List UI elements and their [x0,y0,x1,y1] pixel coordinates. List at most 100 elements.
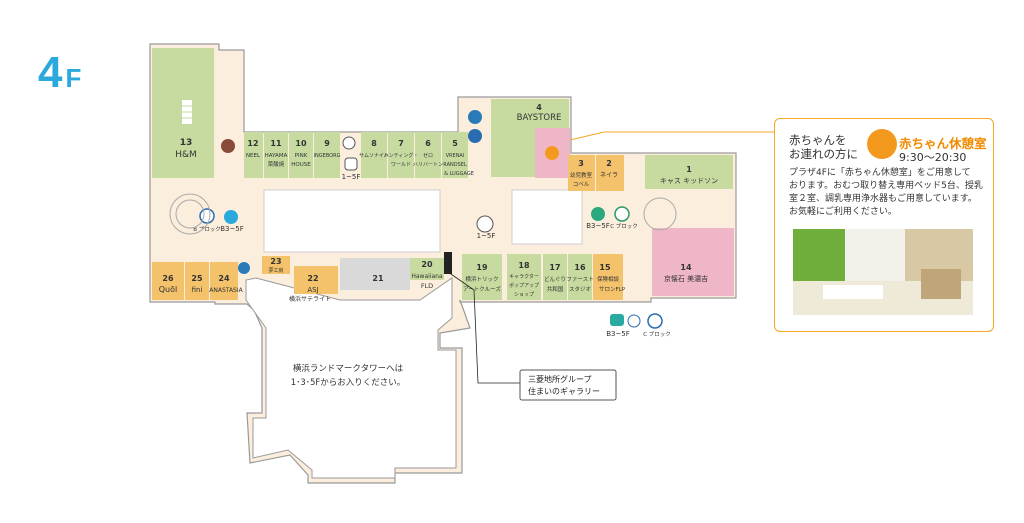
store-13-name: H&M [175,150,197,160]
store-11-number: 11 [270,139,282,148]
store-9-name: INGEBORG [314,153,341,159]
store-18-name: キャラクター [509,273,539,280]
store-22-block[interactable] [294,266,338,294]
parking-icon [199,206,663,329]
store-15-block[interactable] [593,254,623,300]
store-25-block[interactable] [185,262,209,300]
store-13-number: 13 [180,138,193,148]
store-16-name: ファースト [566,276,593,283]
store-17-block[interactable] [543,254,567,300]
floor-suffix: F [65,63,82,93]
store-8-block[interactable] [361,132,387,178]
store-1-block[interactable] [645,155,733,189]
store-3-name2: コペル [573,181,590,188]
info-lead: 赤ちゃんを お連れの方に [789,133,858,161]
store-12-number: 12 [247,139,258,148]
escalator-bottom-label: B3~5F [606,330,630,338]
store-19-name2: アートクルーズ [463,285,501,293]
store-3-name: 幼児教室 [570,171,593,179]
store-22-name: ASJ [307,286,318,294]
store-23-name: 夢工房 [268,267,283,274]
restroom-icon [221,110,482,274]
central-void [263,189,441,253]
store-25-name: fini [192,286,203,294]
store-16-block[interactable] [568,254,592,300]
parking-bottom-label: C ブロック [643,330,671,338]
store-24-number: 24 [218,274,230,283]
parking-ramp-right [643,197,677,231]
store-14-number: 14 [680,263,692,272]
store-3-block[interactable] [568,155,595,191]
store-10-name2: HOUSE [291,162,311,168]
store-24-name: ANASTASIA [209,287,243,294]
store-2-name: ネイラ [600,172,618,179]
store-22-name2: 横浜サテライト [289,295,331,303]
gallery-callout-box [519,369,617,401]
store-9-number: 9 [324,139,330,148]
store-23-block[interactable] [262,256,290,274]
gallery-leader-line [447,271,520,384]
store-15-number: 15 [599,263,611,272]
store-6-name2: ハリバートン [413,162,443,168]
elevator-left-label: 1~5F [342,173,361,181]
store-26-block[interactable] [152,262,184,300]
parking-ramp-left [169,193,211,235]
baby-room-info-box: 赤ちゃんを お連れの方に 赤ちゃん休憩室 9:30～20:30 プラザ4Fに「赤… [774,118,994,332]
store-2-block[interactable] [596,155,624,191]
store-20-name2: FLD [421,282,433,290]
store-10-number: 10 [295,139,307,148]
escalator-icon [224,207,605,233]
store-15-name2: サロンFLP [599,286,626,293]
store-18-block[interactable] [507,254,541,300]
store-21-number: 21 [372,274,384,283]
store-20-block[interactable] [410,258,444,280]
store-10-name: PINK [295,153,308,159]
gallery-callout-line1: 三菱地所グループ [528,374,592,384]
store-5-name3: & LUGGAGE [444,171,474,177]
store-10-block[interactable] [289,132,313,178]
store-24-block[interactable] [210,262,238,300]
store-21-block[interactable] [340,258,410,290]
store-2-number: 2 [606,159,612,168]
store-12-block[interactable] [244,132,263,178]
store-7-block[interactable] [388,132,414,178]
store-11-block[interactable] [264,132,288,178]
bottom-row-shops [152,252,623,300]
store-22-number: 22 [307,274,318,283]
store-14-block[interactable] [652,228,734,296]
store-23-number: 23 [270,257,281,266]
info-hours: 9:30～20:30 [899,151,967,164]
store-19-block[interactable] [462,254,502,300]
store-16-name2: スタジオ [569,285,591,293]
store-8-number: 8 [371,139,377,148]
escalator-left-label: B3~5F [220,225,244,233]
store-1-name: キャス キッドソン [660,177,718,185]
parking-right-label: C ブロック [610,222,638,230]
store-9-block[interactable] [314,132,340,178]
gallery-marker[interactable] [444,252,452,274]
store-3-number: 3 [578,159,584,168]
escalator-right-label: B3~5F [586,222,610,230]
store-5-name2: RANDSEL [443,162,467,168]
store-14-name: 京懐石 美濃吉 [664,274,708,283]
baby-room-icon [545,146,559,160]
store-6-number: 6 [425,139,431,148]
top-row-shops [244,99,734,296]
store-17-name: どんぐり [544,275,566,283]
store-5-block[interactable] [442,132,468,178]
store-25-number: 25 [191,274,203,283]
store-5-number: 5 [452,139,458,148]
landmark-tower-area [245,277,457,479]
store-labels-top: 12 NEEL 11 HAYAMA 菜酸焼 10 PINK HOUSE 9 IN… [246,103,718,283]
store-7-name2: ワールド [391,162,411,168]
baby-room-photo [793,229,973,315]
store-1-number: 1 [686,165,692,174]
store-11-name: HAYAMA [265,153,288,159]
stair-icon [182,100,192,124]
baby-room-leader-line [569,131,774,141]
store-6-block[interactable] [415,132,441,178]
store-17-name2: 共和国 [547,285,564,293]
store-18-name2: ポップアップ [509,282,539,289]
